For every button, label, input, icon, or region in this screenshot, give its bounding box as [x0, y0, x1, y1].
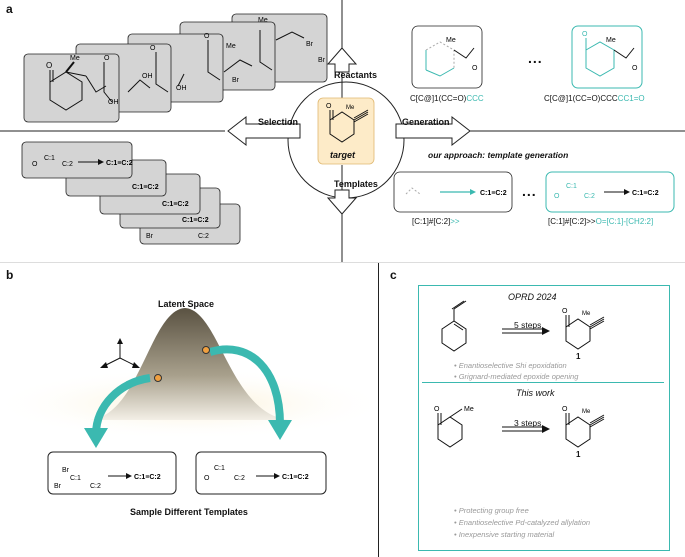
sb2-c1: C:1 [214, 465, 225, 472]
reactant-card-stack [23, 13, 328, 123]
bc-divider [378, 262, 379, 557]
r2-me: Me [606, 37, 616, 44]
template-card-stack [21, 141, 241, 245]
tmpl-c2: C:2 [198, 233, 209, 240]
r1-o: O [472, 65, 478, 72]
gt2-c1: C:1 [566, 183, 577, 190]
atom-o: O [104, 55, 110, 62]
atom-o: O [150, 45, 156, 52]
atom-oh: OH [176, 85, 187, 92]
templates-label: Templates [334, 179, 378, 189]
gt2-prod: C:1≡C:2 [632, 190, 659, 197]
route2-note-1: • Protecting group free [454, 506, 529, 515]
reactants-arrow [326, 47, 358, 73]
route1-note-2: • Grignard-mediated epoxide opening [454, 372, 579, 381]
c2-me: Me [464, 406, 474, 413]
route1-product: 1 [576, 352, 581, 361]
selection-label: Selection [258, 117, 299, 127]
sample-template-1 [47, 451, 177, 495]
routes-frame [418, 285, 670, 551]
tmpl-o: O [32, 161, 38, 168]
gt2-o: O [554, 193, 560, 200]
r2-o-ald: O [632, 65, 638, 72]
route2-steps: 3 steps [514, 418, 542, 428]
sb1-br2: Br [54, 483, 62, 490]
sb1-c1: C:1 [70, 475, 81, 482]
c1-o: O [562, 308, 568, 315]
route1-title: OPRD 2024 [508, 292, 557, 302]
routes-divider [422, 382, 664, 383]
atom-o: O [46, 61, 52, 70]
template-smiles-1: [C:1]#[C:2]>> [412, 217, 460, 226]
tmpl-c1: C:1 [44, 155, 55, 162]
c2-o: O [434, 406, 440, 413]
gt2-c2: C:2 [584, 193, 595, 200]
target-o: O [326, 103, 332, 110]
panel-c-diagram: O Me O Me O Me [434, 300, 605, 448]
atom-br: Br [318, 57, 326, 64]
c3-o: O [562, 406, 568, 413]
tmpl-prod: C:1≡C:2 [106, 160, 133, 167]
c3-me: Me [582, 409, 591, 415]
gt1-prod: C:1≡C:2 [480, 190, 507, 197]
atom-oh: OH [142, 73, 153, 80]
sb2-o: O [204, 475, 210, 482]
tmpl-prod: C:1≡C:2 [162, 201, 189, 208]
atom-br: Br [232, 77, 240, 84]
sample-templates-footer: Sample Different Templates [130, 507, 248, 517]
template-smiles-2: [C:1]#[C:2]>>O=[C:1]-[CH2:2] [548, 217, 654, 226]
panel-c-letter: c [390, 268, 397, 282]
ab-divider [0, 262, 685, 263]
reactant-box-1 [411, 25, 483, 89]
reactants-label: Reactants [334, 70, 378, 80]
tmpl-prod: C:1≡C:2 [182, 217, 209, 224]
c1-me: Me [582, 311, 591, 317]
target-molecule [329, 109, 369, 143]
sb2-prod: C:1≡C:2 [282, 474, 309, 481]
reactant-smiles-2: C[C@]1(CC=O)CCCCC1=O [544, 94, 645, 103]
tmpl-br: Br [146, 233, 154, 240]
route1-steps: 5 steps [514, 320, 542, 330]
route1-note-1: • Enantioselective Shi epoxidation [454, 361, 567, 370]
atom-me: Me [258, 17, 268, 24]
reactant-box-2 [571, 25, 643, 89]
reactant-ellipsis: ... [528, 50, 543, 66]
panel-a-diagram: O Me O OH O OH OH O Me Br Me Br Br O C:1… [0, 0, 685, 262]
selection-arrow [227, 115, 301, 147]
r2-o: O [582, 31, 588, 38]
reactant-smiles-1: C[C@]1(CC=O)CCC [410, 94, 484, 103]
target-label: target [330, 150, 356, 160]
sb1-br: Br [62, 467, 70, 474]
latent-space-title: Latent Space [158, 299, 215, 309]
atom-me: Me [226, 43, 236, 50]
panel-b-diagram: Br Br C:1 C:2 C:1≡C:2 O C:1 C:2 C:1≡C:2 [0, 308, 380, 495]
sb1-c2: C:2 [90, 483, 101, 490]
panel-a-letter: a [6, 2, 13, 16]
sb2-c2: C:2 [234, 475, 245, 482]
front-card-molecule [49, 61, 107, 111]
route2-title: This work [516, 388, 555, 398]
panel-b-letter: b [6, 268, 14, 282]
tmpl-c2: C:2 [62, 161, 73, 168]
atom-o: O [204, 33, 210, 40]
sample-template-2 [195, 451, 327, 495]
generation-label: Generation [402, 117, 450, 127]
route2-note-2: • Enantioselective Pd-catalyzed allylati… [454, 518, 591, 527]
tmpl-prod: C:1≡C:2 [132, 184, 159, 191]
r1-me: Me [446, 37, 456, 44]
route2-note-3: • Inexpensive starting material [454, 530, 555, 539]
atom-me: Me [70, 55, 80, 62]
template-ellipsis: ... [522, 183, 537, 199]
atom-br: Br [306, 41, 314, 48]
route2-product: 1 [576, 450, 581, 459]
sb1-prod: C:1≡C:2 [134, 474, 161, 481]
approach-label: our approach: template generation [428, 150, 569, 160]
target-me: Me [346, 105, 355, 111]
templates-arrow [326, 189, 358, 215]
generation-arrow [395, 115, 471, 147]
atom-oh: OH [108, 99, 119, 106]
